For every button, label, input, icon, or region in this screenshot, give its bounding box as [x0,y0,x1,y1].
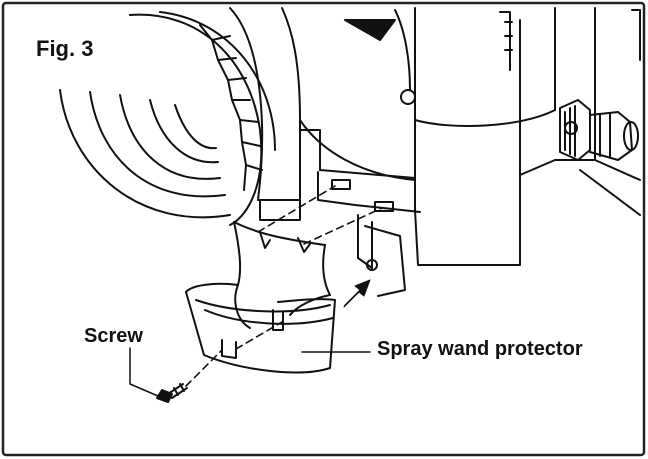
spray-wand-protector-callout-label: Spray wand protector [377,338,583,360]
screw-part [156,383,188,403]
hose-reel [59,11,276,226]
arrow-icon [343,279,371,308]
callout-leaders [129,347,371,397]
screw-callout-label: Screw [84,325,143,347]
assembly-guide-lines [185,185,383,387]
washer-housing [229,7,641,266]
figure-label: Fig. 3 [36,36,102,64]
mounting-bracket [317,171,421,297]
hose-connector [559,99,639,161]
spray-wand-protector-part [185,221,336,374]
